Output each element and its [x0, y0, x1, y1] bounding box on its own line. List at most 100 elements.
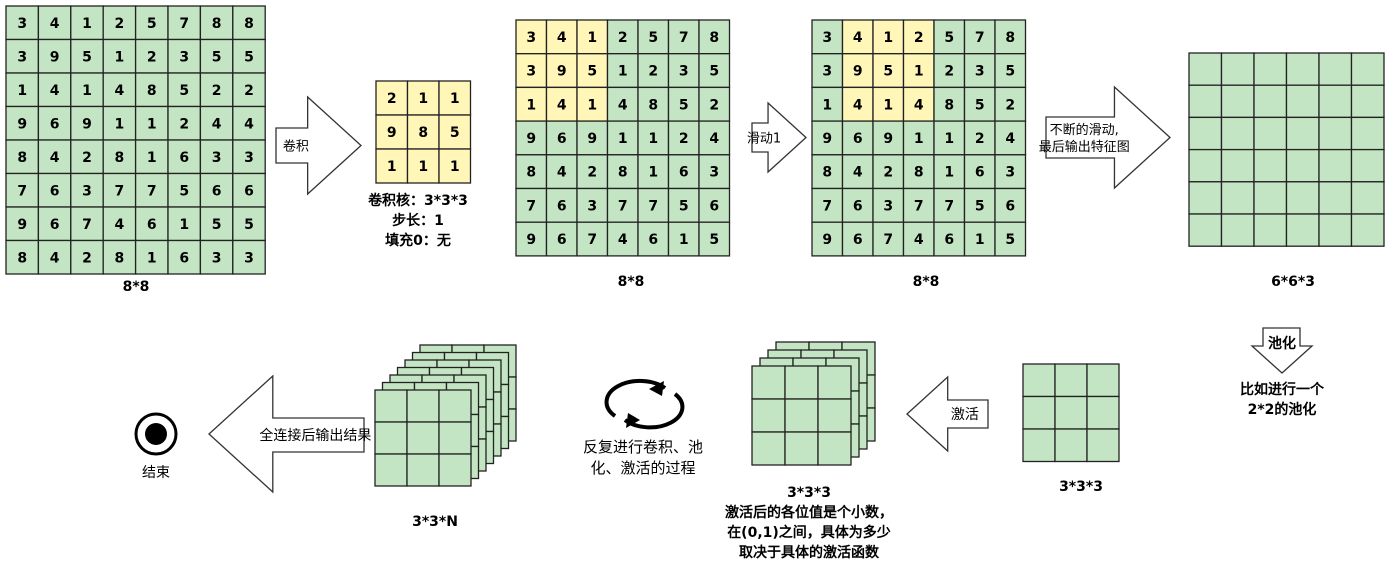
input-matrix-value: 6: [179, 150, 189, 166]
pooled-map-cell: [1022, 363, 1056, 398]
input-matrix-value: 7: [17, 183, 27, 199]
slide1-matrix-cell: [902, 221, 935, 257]
activate-arrow: [906, 375, 989, 453]
input-matrix-cell: [37, 239, 72, 275]
slide1-matrix-cell: [872, 187, 905, 223]
pooled-map-cell: [1054, 428, 1088, 463]
slide0-matrix-value: 5: [709, 64, 719, 80]
slide0-matrix-value: 5: [587, 64, 597, 80]
input-matrix-cell: [199, 206, 234, 242]
input-matrix-value: 8: [17, 150, 27, 166]
input-matrix-cell: [70, 5, 104, 41]
pooled-map-cell: [1086, 363, 1120, 398]
feature-map-cell: [1350, 116, 1385, 151]
slide1-matrix-cell: [963, 53, 996, 89]
slide0-matrix-cell: [515, 86, 548, 122]
slide1-matrix-cell: [994, 187, 1027, 223]
slide1-matrix-value: 4: [853, 165, 863, 181]
slide0-matrix-value: 7: [526, 198, 536, 214]
slide0-matrix-cell: [515, 19, 548, 55]
slide1-matrix-value: 1: [914, 64, 924, 80]
pooled-map-cell: [1054, 395, 1088, 430]
slide1-matrix-value: 7: [944, 198, 954, 214]
feature-map-cell: [1318, 116, 1353, 151]
slide-arrow-label: 滑动1: [747, 132, 781, 147]
pool-note-line2: 2*2的池化: [1248, 401, 1317, 418]
input-matrix-value: 6: [50, 217, 60, 233]
slide1-matrix-value: 6: [975, 165, 985, 181]
final-stack-layer-cell: [438, 421, 472, 455]
feature-map-cell: [1350, 84, 1385, 119]
slide1-matrix-value: 7: [975, 30, 985, 46]
slide0-matrix-value: 5: [679, 198, 689, 214]
slide0-matrix-cell: [576, 221, 609, 257]
input-matrix-value: 1: [115, 116, 125, 132]
pool-arrow-label: 池化: [1268, 335, 1296, 352]
slide0-matrix-cell: [576, 53, 609, 89]
slide0-matrix-value: 8: [526, 165, 536, 181]
input-matrix-value: 5: [179, 83, 189, 99]
slide1-matrix-value: 5: [975, 198, 985, 214]
slide1-matrix-cell: [994, 154, 1027, 190]
input-matrix-cell: [167, 239, 202, 275]
cycle-icon-bottom: [623, 392, 685, 430]
slide0-matrix-value: 2: [618, 30, 628, 46]
slide0-matrix-value: 3: [587, 198, 597, 214]
slide0-matrix-value: 1: [648, 131, 658, 147]
slide0-matrix-value: 6: [557, 198, 567, 214]
slide0-matrix-value: 3: [679, 64, 689, 80]
slide0-matrix-cell: [576, 154, 609, 190]
slide0-matrix-value: 2: [648, 64, 658, 80]
input-matrix-value: 3: [17, 16, 27, 32]
slide1-matrix-value: 2: [1005, 97, 1015, 113]
feature-map-cell: [1318, 84, 1353, 119]
input-matrix-cell: [232, 206, 266, 242]
input-matrix-cell: [167, 105, 202, 141]
feature-map-cell: [1220, 181, 1255, 215]
input-matrix-cell: [167, 5, 202, 41]
slide1-matrix-value: 6: [944, 232, 954, 248]
slide1-matrix-value: 5: [944, 30, 954, 46]
slide1-matrix-value: 8: [914, 165, 924, 181]
final-stack-layer-cell: [374, 421, 408, 455]
slide0-matrix-value: 1: [618, 64, 628, 80]
input-matrix-cell: [199, 72, 234, 108]
slide0-matrix-value: 3: [526, 64, 536, 80]
slide1-matrix-value: 4: [1005, 131, 1015, 147]
input-matrix-cell: [37, 139, 72, 175]
feature-map-cell: [1253, 84, 1288, 119]
slide1-matrix-cell: [994, 221, 1027, 257]
slide1-matrix-cell: [811, 187, 844, 223]
slide1-matrix-cell: [811, 120, 844, 156]
input-matrix-value: 5: [244, 217, 254, 233]
feature-map-cell: [1220, 213, 1255, 247]
input-matrix-value: 5: [212, 49, 222, 65]
slide1-matrix-cell: [994, 120, 1027, 156]
input-matrix-value: 1: [179, 217, 189, 233]
input-matrix-value: 6: [212, 183, 222, 199]
slide1-matrix-cell: [963, 120, 996, 156]
input-matrix-cell: [70, 239, 104, 275]
input-matrix-cell: [5, 206, 40, 242]
kernel-matrix-cell: [438, 80, 472, 116]
feature-map-cell: [1253, 52, 1288, 86]
input-matrix-value: 1: [82, 83, 92, 99]
activated-stack-layer-cell: [784, 431, 819, 466]
slide1-matrix-cell: [902, 19, 935, 55]
slide1-matrix-value: 6: [853, 131, 863, 147]
feature-map-cell: [1220, 84, 1255, 119]
slide0-size-label: 8*8: [618, 274, 645, 290]
pooled-map-cell: [1086, 428, 1120, 463]
input-matrix-value: 6: [50, 116, 60, 132]
input-matrix-cell: [199, 139, 234, 175]
slide1-matrix-cell: [994, 86, 1027, 122]
input-matrix-value: 4: [244, 116, 254, 132]
input-matrix-cell: [70, 172, 104, 208]
slide0-matrix-value: 4: [709, 131, 719, 147]
slide0-matrix-cell: [606, 187, 639, 223]
slide0-matrix-cell: [545, 221, 578, 257]
slide1-matrix-value: 7: [822, 198, 832, 214]
input-matrix-value: 1: [115, 49, 125, 65]
feature-map-cell: [1350, 181, 1385, 215]
